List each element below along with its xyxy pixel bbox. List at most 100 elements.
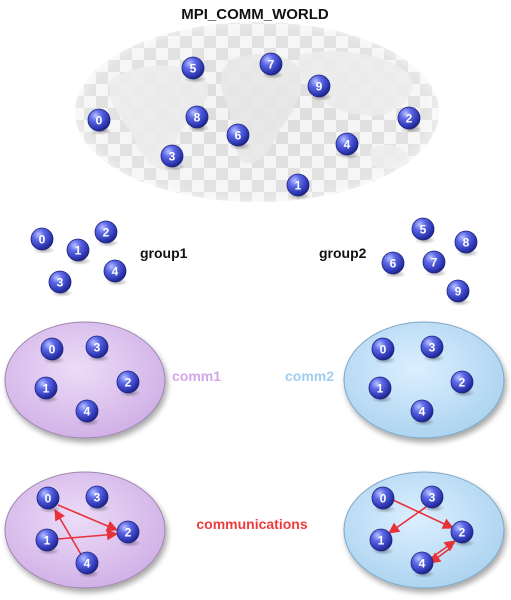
comm2-node-3: 3 bbox=[420, 335, 445, 362]
svg-text:4: 4 bbox=[112, 265, 119, 279]
svg-text:1: 1 bbox=[377, 382, 384, 396]
world-nodes: 5 7 9 0 8 6 2 bbox=[87, 52, 422, 200]
group2-node-5: 5 bbox=[411, 217, 436, 244]
comm2-node-4: 4 bbox=[410, 399, 435, 426]
arrow-0-to-2 bbox=[57, 504, 119, 532]
group1-node-4: 4 bbox=[103, 259, 128, 286]
svg-text:5: 5 bbox=[190, 62, 197, 76]
comm1-comm-node-4: 4 bbox=[75, 551, 100, 578]
comm1-label: comm1 bbox=[172, 368, 221, 384]
group1-label: group1 bbox=[140, 245, 188, 261]
arrow-3-to-1-c2 bbox=[388, 506, 427, 534]
world-node-7: 7 bbox=[259, 52, 284, 79]
group2-label: group2 bbox=[319, 245, 367, 261]
comm1-node-1: 1 bbox=[34, 376, 59, 403]
svg-text:6: 6 bbox=[235, 129, 242, 143]
world-node-4: 4 bbox=[335, 132, 360, 159]
group1: 0 2 1 4 3 group1 bbox=[30, 220, 188, 297]
svg-text:2: 2 bbox=[125, 526, 132, 540]
comm1-node-0: 0 bbox=[40, 337, 65, 364]
group1-node-0: 0 bbox=[30, 227, 55, 254]
svg-text:2: 2 bbox=[103, 226, 110, 240]
svg-text:0: 0 bbox=[45, 492, 52, 506]
arrow-1-to-2 bbox=[57, 529, 119, 541]
svg-text:0: 0 bbox=[380, 343, 387, 357]
comm2-comm-node-0: 0 bbox=[371, 486, 396, 513]
svg-text:5: 5 bbox=[420, 223, 427, 237]
svg-text:1: 1 bbox=[43, 382, 50, 396]
svg-text:6: 6 bbox=[390, 257, 397, 271]
group2-node-7: 7 bbox=[422, 250, 447, 277]
world-node-5: 5 bbox=[181, 56, 206, 83]
svg-text:0: 0 bbox=[49, 343, 56, 357]
world-node-3: 3 bbox=[160, 144, 185, 171]
arrow-2-to-4-c2 bbox=[429, 546, 453, 564]
comm2-comm-node-2: 2 bbox=[450, 520, 475, 547]
svg-text:4: 4 bbox=[419, 557, 426, 571]
arrow-4-to-0 bbox=[54, 509, 83, 557]
comm1-node-3: 3 bbox=[85, 335, 110, 362]
svg-text:9: 9 bbox=[455, 285, 462, 299]
comm2-comm-node-3: 3 bbox=[420, 485, 445, 512]
communications-label: communications bbox=[196, 516, 307, 532]
svg-text:2: 2 bbox=[459, 526, 466, 540]
page-title: MPI_COMM_WORLD bbox=[181, 6, 329, 23]
svg-text:3: 3 bbox=[57, 276, 64, 290]
comm2-label: comm2 bbox=[285, 368, 334, 384]
group2: group2 5 8 6 7 9 bbox=[319, 217, 479, 306]
comm2-comm-node-4: 4 bbox=[410, 551, 435, 578]
comm1-comm-node-3: 3 bbox=[85, 485, 110, 512]
svg-text:7: 7 bbox=[268, 58, 275, 72]
comm1-comm-node-2: 2 bbox=[116, 520, 141, 547]
svg-text:8: 8 bbox=[463, 236, 470, 250]
svg-text:4: 4 bbox=[84, 557, 91, 571]
world-node-2: 2 bbox=[397, 106, 422, 133]
svg-text:4: 4 bbox=[344, 138, 351, 152]
svg-text:7: 7 bbox=[431, 256, 438, 270]
comm2-comm-node-1: 1 bbox=[369, 528, 394, 555]
comm2: 0 3 1 2 4 bbox=[343, 321, 505, 439]
comm1-node-2: 2 bbox=[116, 370, 141, 397]
group2-node-6: 6 bbox=[381, 251, 406, 278]
group1-node-3: 3 bbox=[48, 270, 73, 297]
world-node-8: 8 bbox=[185, 105, 210, 132]
svg-text:1: 1 bbox=[75, 244, 82, 258]
svg-text:2: 2 bbox=[459, 376, 466, 390]
world-node-9: 9 bbox=[307, 74, 332, 101]
world-map bbox=[75, 22, 439, 202]
group1-node-1: 1 bbox=[66, 238, 91, 265]
comm1-communication: 0 3 1 2 4 bbox=[4, 471, 166, 589]
comm1-comm-node-0: 0 bbox=[36, 486, 61, 513]
svg-text:8: 8 bbox=[194, 111, 201, 125]
svg-text:1: 1 bbox=[295, 179, 302, 193]
svg-text:3: 3 bbox=[169, 150, 176, 164]
world-node-6: 6 bbox=[226, 123, 251, 150]
svg-text:3: 3 bbox=[429, 341, 436, 355]
svg-text:0: 0 bbox=[380, 492, 387, 506]
comm1-node-4: 4 bbox=[75, 399, 100, 426]
group1-node-2: 2 bbox=[94, 220, 119, 247]
svg-text:3: 3 bbox=[94, 341, 101, 355]
svg-text:2: 2 bbox=[125, 376, 132, 390]
svg-text:4: 4 bbox=[419, 405, 426, 419]
svg-text:4: 4 bbox=[84, 405, 91, 419]
svg-text:3: 3 bbox=[429, 491, 436, 505]
svg-text:3: 3 bbox=[94, 491, 101, 505]
svg-text:0: 0 bbox=[39, 233, 46, 247]
world-node-0: 0 bbox=[87, 108, 112, 135]
svg-text:9: 9 bbox=[316, 80, 323, 94]
comm2-communication: 0 3 1 2 4 bbox=[343, 471, 505, 589]
comm2-node-0: 0 bbox=[371, 337, 396, 364]
svg-text:1: 1 bbox=[44, 534, 51, 548]
comm1: 0 3 1 2 4 bbox=[4, 321, 166, 439]
world-node-1: 1 bbox=[286, 173, 311, 200]
group2-node-8: 8 bbox=[454, 230, 479, 257]
svg-text:1: 1 bbox=[378, 534, 385, 548]
svg-text:2: 2 bbox=[406, 112, 413, 126]
comm2-node-1: 1 bbox=[368, 376, 393, 403]
group2-node-9: 9 bbox=[446, 279, 471, 306]
comm2-node-2: 2 bbox=[450, 370, 475, 397]
comm1-comm-node-1: 1 bbox=[35, 528, 60, 555]
svg-text:0: 0 bbox=[96, 114, 103, 128]
